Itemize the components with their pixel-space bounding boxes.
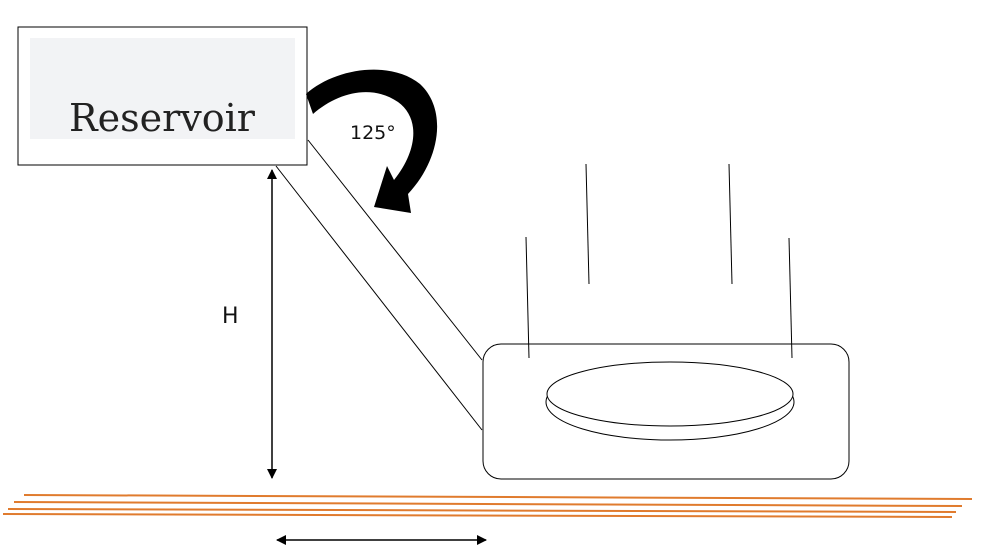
ground-line-3 [7,508,957,513]
ground [2,494,973,518]
falling-line-2 [585,163,590,285]
chute-upper-edge [307,139,483,361]
falling-line-1 [525,236,530,359]
rotation-arrow [306,69,438,213]
rotation-arrow-shape [306,69,438,213]
falling-line-3 [728,163,733,285]
tray [482,343,850,480]
reservoir: Reservoir [17,26,308,166]
height-label: H [222,304,239,329]
ground-line-1 [23,494,973,500]
falling-lines [525,163,793,359]
disc-top [546,361,794,427]
chute-lower-edge [275,165,483,431]
reservoir-inner-fill [30,38,295,139]
chute [275,139,483,431]
ground-line-2 [13,501,963,507]
ground-line-4 [2,513,953,518]
angle-label: 125° [350,122,396,144]
falling-line-4 [788,237,793,359]
reservoir-label: Reservoir [69,96,256,140]
